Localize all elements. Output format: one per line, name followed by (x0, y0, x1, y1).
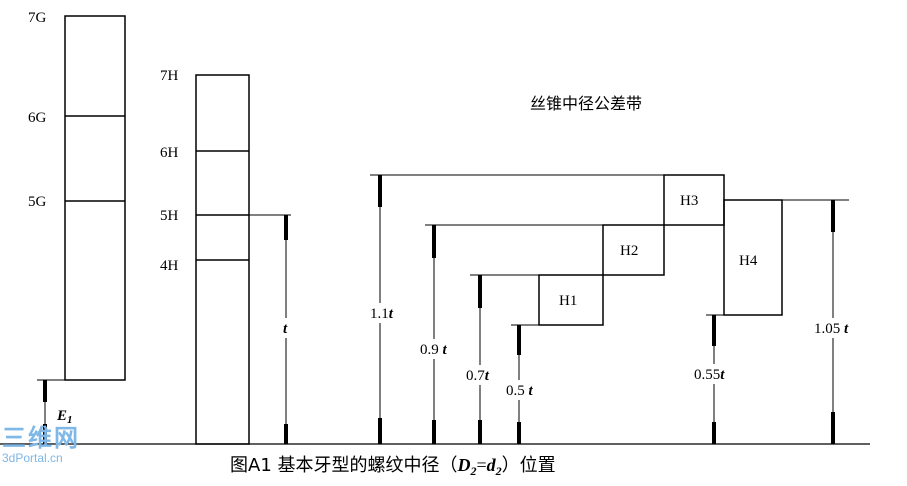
zone-h3-label: H3 (680, 193, 698, 209)
zone-h2-label: H2 (620, 243, 638, 259)
t-label-bg (280, 318, 294, 338)
watermark-logo-text: 三维网 (2, 425, 80, 452)
dim-0-5t-bg (503, 380, 543, 400)
dim-0-55t-label: 0.55t (694, 367, 725, 383)
zone-h1 (538, 274, 604, 326)
zone-h2 (602, 224, 665, 276)
label-4h: 4H (160, 258, 179, 274)
dim-0-7t-bg (463, 365, 499, 385)
watermark-site: 3dPortal.cn (2, 451, 63, 465)
dim-0-55t-bg (691, 364, 739, 384)
tap-tolerance-title: 丝锥中径公差带 (530, 94, 642, 113)
dim-0-7t-label: 0.7t (466, 368, 490, 384)
g-column (64, 15, 126, 381)
dim-0-5t-label: 0.5 t (506, 383, 534, 399)
dim-0-9t-bg (418, 339, 456, 359)
label-7g: 7G (28, 10, 47, 26)
zone-h4-label: H4 (739, 253, 758, 269)
label-5h: 5H (160, 208, 179, 224)
watermark-logo: 三维网 3dPortal.cn (2, 425, 80, 466)
label-5g: 5G (28, 194, 47, 210)
figure-caption: 图A1 基本牙型的螺纹中径（D2=d2）位置 (230, 455, 556, 478)
zone-h1-label: H1 (559, 293, 577, 309)
e1-label: E1 (56, 408, 73, 426)
dim-1-1t-bg (367, 303, 405, 323)
zone-h4 (723, 199, 783, 316)
dim-1-05t-bg (811, 318, 863, 338)
dim-0-9t-label: 0.9 t (420, 342, 448, 358)
dim-1-05t-label: 1.05 t (814, 321, 849, 337)
label-6g: 6G (28, 110, 47, 126)
label-6h: 6H (160, 145, 179, 161)
label-7h: 7H (160, 68, 179, 84)
dim-1-1t-label: 1.1t (370, 306, 394, 322)
t-label: t (283, 321, 288, 337)
